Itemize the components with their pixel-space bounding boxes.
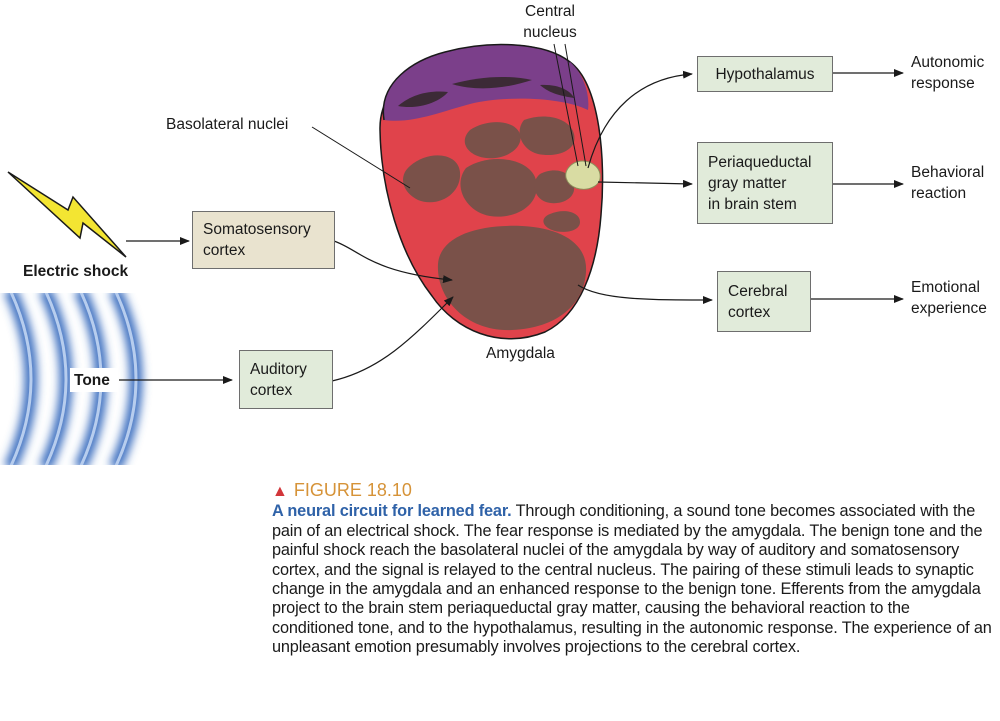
- triangle-icon: ▲: [272, 483, 288, 500]
- autonomic-response-label: Autonomic response: [911, 54, 985, 92]
- electric-shock-label: Electric shock: [23, 263, 129, 280]
- basolateral-nuclei-label: Basolateral nuclei: [166, 116, 289, 133]
- figure-number: ▲FIGURE 18.10: [272, 480, 412, 500]
- diagram-artwork: [4, 43, 904, 465]
- lightning-bolt-icon: [7, 171, 127, 258]
- amygdala-illustration: [379, 43, 604, 340]
- figure-caption: ▲FIGURE 18.10 A neural circuit for learn…: [272, 480, 994, 658]
- caption-body: A neural circuit for learned fear. Throu…: [272, 502, 994, 657]
- cerebral-cortex-box: Cerebral cortex: [717, 271, 811, 332]
- periaqueductal-gray-box: Periaqueductal gray matter in brain stem: [697, 142, 833, 224]
- caption-text: Through conditioning, a sound tone becom…: [272, 502, 992, 657]
- auditory-cortex-box: Auditory cortex: [239, 350, 333, 409]
- behavioral-reaction-label: Behavioral reaction: [911, 164, 985, 202]
- caption-title: A neural circuit for learned fear.: [272, 502, 512, 521]
- somatosensory-cortex-box: Somatosensory cortex: [192, 211, 335, 269]
- central-nucleus: [565, 160, 601, 190]
- tone-label: Tone: [74, 372, 110, 389]
- hypothalamus-box: Hypothalamus: [697, 56, 833, 92]
- emotional-experience-label: Emotional experience: [911, 279, 987, 317]
- fear-circuit-diagram: Central nucleus Basolateral nuclei Amygd…: [4, 3, 987, 465]
- amygdala-label: Amygdala: [486, 345, 555, 362]
- central-nucleus-label: Central nucleus: [523, 3, 577, 41]
